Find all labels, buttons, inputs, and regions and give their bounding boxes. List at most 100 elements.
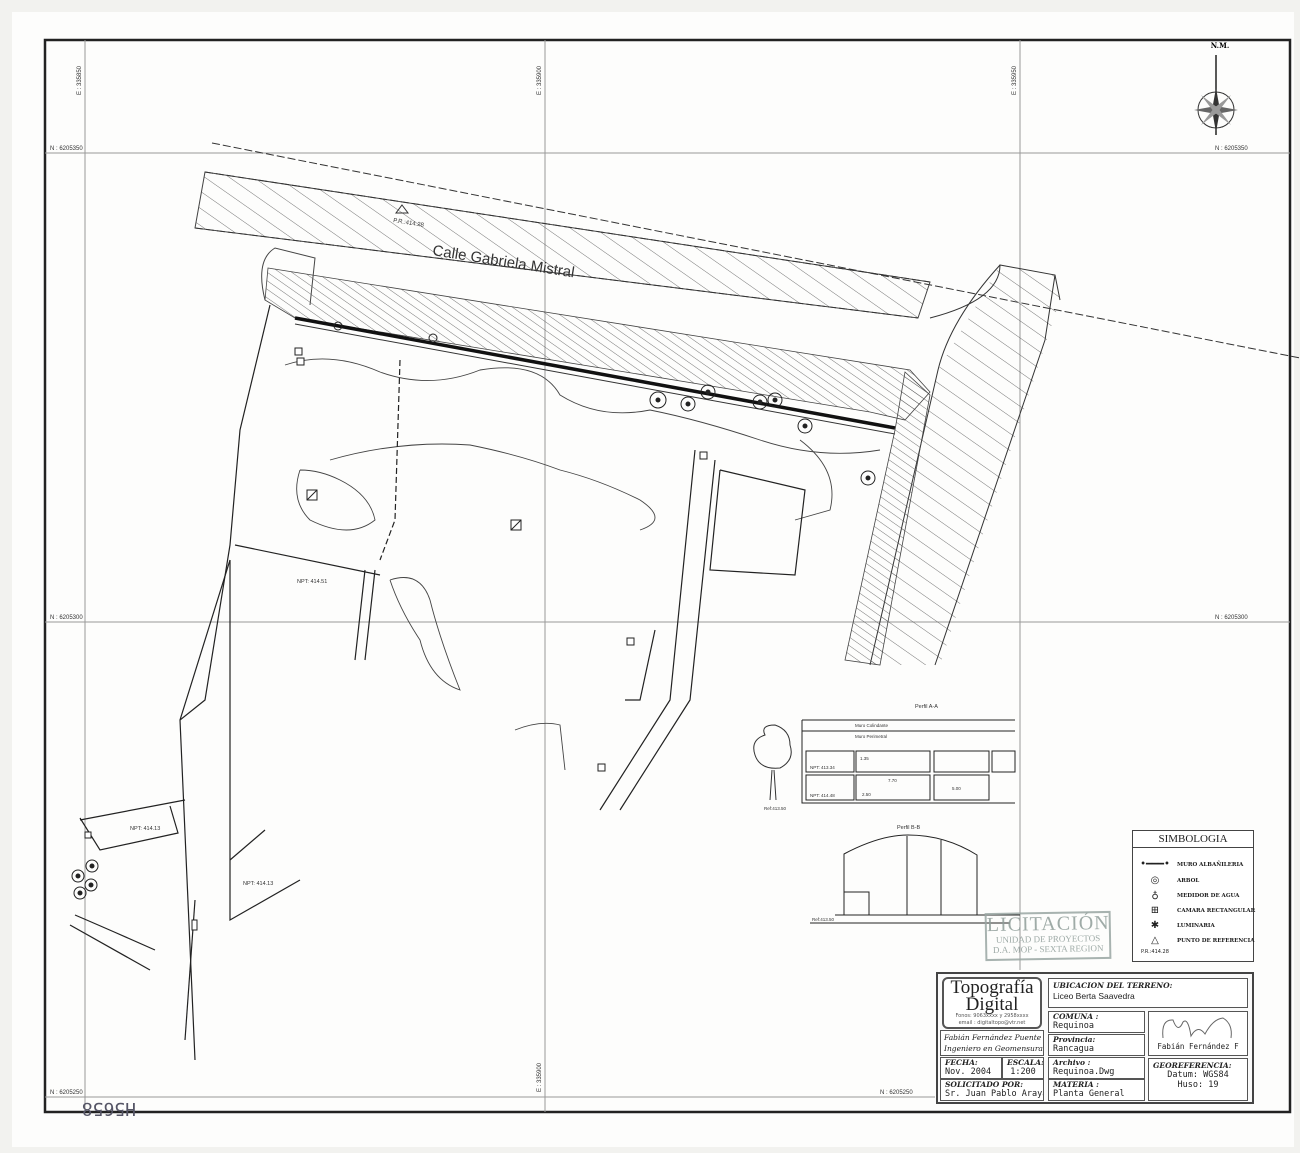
- author-cell: Fabián Fernández Puente Ingeniero en Geo…: [940, 1030, 1044, 1056]
- comuna-cell: COMUNA : Requinoa: [1048, 1011, 1145, 1033]
- water-meter-icon: ♁: [1151, 890, 1159, 901]
- zone-value: Huso: 19: [1177, 1080, 1219, 1090]
- grid-label-north: N : 6205350: [50, 146, 83, 152]
- file-label: Archivo :: [1053, 1058, 1091, 1067]
- wall-line-icon: •━━━•: [1140, 859, 1170, 870]
- georeference-label: GEOREFERENCIA:: [1153, 1061, 1232, 1070]
- legend-title: SIMBOLOGIA: [1133, 831, 1253, 848]
- title-block: Topografía Digital Fonos: 9063xxxx y 295…: [936, 972, 1254, 1104]
- georeference-cell: GEOREFERENCIA: Datum: WGS84 Huso: 19: [1148, 1058, 1248, 1101]
- svg-text:Perfil A-A: Perfil A-A: [915, 704, 938, 710]
- stamp-line: LICITACIÓN: [986, 911, 1110, 937]
- wall-inner-line: [294, 323, 896, 435]
- building-symbols: [306, 489, 522, 531]
- lamp-icon: ✱: [1150, 920, 1160, 931]
- date-label: FECHA:: [945, 1058, 978, 1067]
- scale-cell: ESCALA: 1:200: [1002, 1057, 1044, 1079]
- drawing-frame: [43, 38, 1292, 1114]
- profile-b-b: Perfil B-B Ref:413.50: [810, 825, 1020, 924]
- tree-elevation-icon: [753, 724, 792, 801]
- signer-name: Fabián Fernández F: [1157, 1042, 1239, 1051]
- grid-label-east: E : 335900: [537, 1062, 543, 1092]
- author-title: Ingeniero en Geomensura: [944, 1044, 1043, 1053]
- legend-item: ✱ LUMINARIA: [1133, 920, 1253, 934]
- province-cell: Provincia: Rancagua: [1048, 1034, 1145, 1056]
- logo-text: Digital: [965, 994, 1019, 1015]
- svg-text:5.00: 5.00: [952, 786, 961, 791]
- company-logo: Topografía Digital Fonos: 9063xxxx y 295…: [942, 977, 1042, 1029]
- legend-simbologia: SIMBOLOGIA •━━━• MURO ALBAÑILERIA ◎ ARBO…: [1132, 830, 1255, 962]
- subject-cell: MATERIA : Planta General: [1048, 1079, 1145, 1101]
- location-label: UBICACION DEL TERRENO:: [1053, 981, 1173, 990]
- author-name: Fabián Fernández Puente: [944, 1033, 1042, 1042]
- logo-contact: Fonos: 9063xxxx y 2958xxxx: [955, 1013, 1029, 1019]
- stamp-line: D.A. MOP - SEXTA REGION: [992, 943, 1104, 955]
- svg-text:2.50: 2.50: [862, 792, 871, 797]
- entry-curb: [261, 247, 316, 306]
- manhole-icons: [84, 347, 708, 931]
- scale-label: ESCALA:: [1007, 1058, 1044, 1067]
- date-value: Nov. 2004: [945, 1067, 992, 1077]
- legend-item: ♁ MEDIDOR DE AGUA: [1133, 890, 1253, 904]
- comuna-value: Requinoa: [1053, 1021, 1094, 1031]
- tree-icon: ◎: [1150, 875, 1160, 886]
- legend-ref-value: P.R.:414.28: [1141, 949, 1169, 955]
- requested-by-label: SOLICITADO POR:: [945, 1080, 1024, 1089]
- grid-label-north: N : 6205300: [50, 615, 83, 621]
- signature-cell: Fabián Fernández F: [1148, 1011, 1248, 1056]
- svg-text:P.R.:414.28: P.R.:414.28: [393, 218, 425, 229]
- svg-text:Muro Colindante: Muro Colindante: [855, 723, 889, 728]
- north-arrow-icon: N.M.: [1194, 41, 1238, 135]
- reference-point: P.R.:414.28: [393, 204, 425, 229]
- scale-value: 1:200: [1010, 1067, 1036, 1077]
- svg-text:N.M.: N.M.: [1211, 41, 1230, 50]
- svg-text:1.35: 1.35: [860, 756, 869, 761]
- file-cell: Archivo : Requinoa.Dwg: [1048, 1057, 1145, 1079]
- legend-item: △ PUNTO DE REFERENCIA: [1133, 935, 1254, 949]
- requested-by-value: Sr. Juan Pablo Araya: [945, 1089, 1044, 1099]
- npt-label: NPT: 414.13: [130, 826, 160, 832]
- tree-icons: [71, 321, 876, 900]
- grid-label-north: N : 6205350: [1215, 146, 1248, 152]
- street-calle-gabriela-mistral: [194, 142, 1300, 666]
- comuna-label: COMUNA :: [1053, 1012, 1099, 1021]
- svg-text:7.70: 7.70: [888, 778, 897, 783]
- svg-text:Ref:413.50: Ref:413.50: [764, 806, 787, 811]
- svg-text:Ref:413.50: Ref:413.50: [812, 917, 835, 922]
- archive-mark: H5658: [82, 1098, 136, 1119]
- logo-contact: email : digitaltopo@vtr.net: [958, 1020, 1026, 1026]
- npt-label: NPT: 414.51: [297, 579, 327, 585]
- grid-label-east: E : 335900: [537, 65, 543, 95]
- date-cell: FECHA: Nov. 2004: [940, 1057, 1002, 1079]
- signature: [1162, 1017, 1232, 1039]
- contour-lines: [284, 358, 881, 771]
- perimeter-wall: [294, 316, 896, 430]
- svg-text:Perfil B-B: Perfil B-B: [897, 825, 921, 831]
- province-value: Rancagua: [1053, 1044, 1094, 1054]
- npt-label: NPT: 414.13: [243, 881, 273, 887]
- licitacion-stamp: LICITACIÓN UNIDAD DE PROYECTOS D.A. MOP …: [984, 910, 1112, 962]
- grid-label-east: E : 335850: [77, 65, 83, 95]
- file-value: Requinoa.Dwg: [1053, 1067, 1115, 1077]
- svg-text:NPT: 414.48: NPT: 414.48: [810, 793, 835, 798]
- subject-label: MATERIA :: [1053, 1080, 1099, 1089]
- site-boundaries: [69, 304, 806, 1061]
- location-cell: UBICACION DEL TERRENO: Liceo Berta Saave…: [1048, 978, 1248, 1008]
- legend-item: ⊞ CAMARA RECTANGULAR: [1133, 905, 1255, 919]
- legend-item: ◎ ARBOL: [1133, 875, 1253, 889]
- grid-label-north: N : 6205300: [1215, 615, 1248, 621]
- legend-item: •━━━• MURO ALBAÑILERIA: [1133, 859, 1253, 873]
- location-value: Liceo Berta Saavedra: [1053, 991, 1135, 1001]
- logo-text: Topografía: [950, 977, 1034, 998]
- grid-label-north: N : 6205250: [880, 1090, 913, 1096]
- sidewalk: [264, 267, 931, 421]
- datum-value: Datum: WGS84: [1167, 1070, 1229, 1080]
- svg-text:NPT: 413.34: NPT: 413.34: [810, 765, 835, 770]
- reference-point-icon: △: [1151, 935, 1159, 946]
- province-label: Provincia:: [1053, 1035, 1096, 1044]
- grid-label-north: N : 6205250: [50, 1090, 83, 1096]
- manhole-icon: ⊞: [1150, 905, 1160, 916]
- subject-value: Planta General: [1053, 1089, 1125, 1099]
- grid-label-east: E : 335950: [1012, 65, 1018, 95]
